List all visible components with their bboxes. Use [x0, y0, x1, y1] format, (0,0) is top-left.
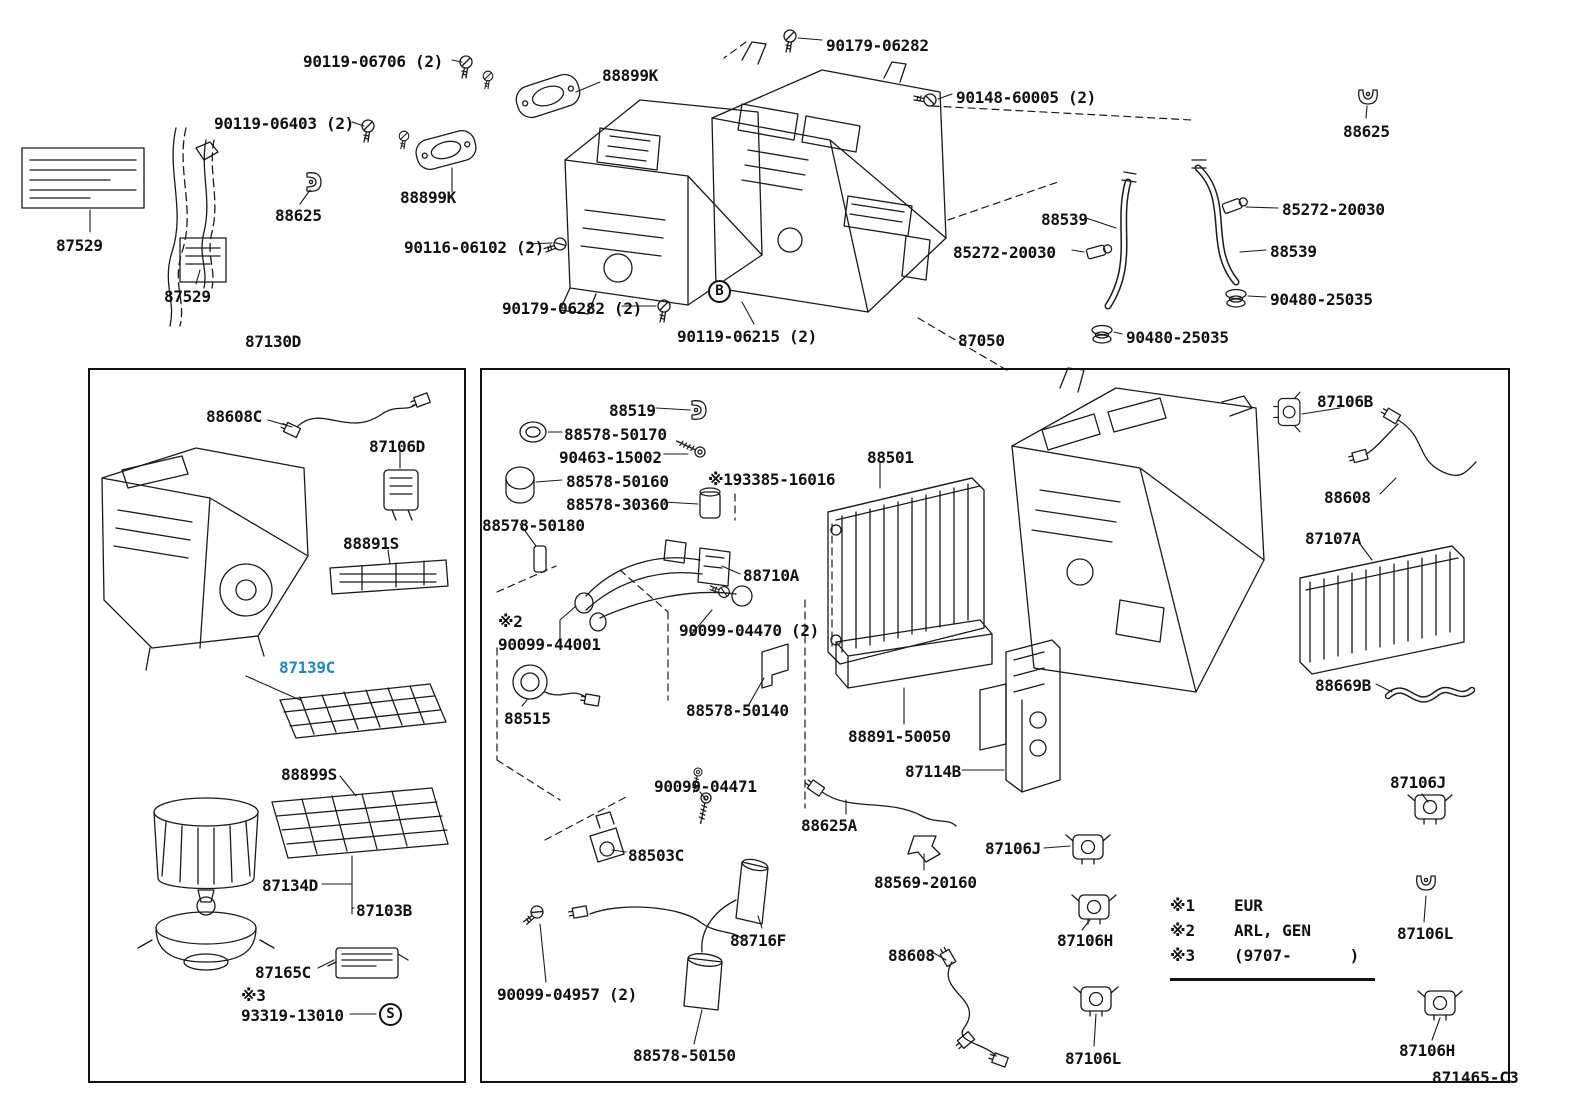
- part-label-88608[interactable]: 88608: [888, 946, 935, 965]
- circle-marker-s: S: [379, 1003, 402, 1026]
- part-label-87106b[interactable]: 87106B: [1317, 392, 1373, 411]
- part-label-88578-30360[interactable]: 88578-30360: [566, 495, 669, 514]
- part-label-87103b[interactable]: 87103B: [356, 901, 412, 920]
- legend-symbol: ※2: [1170, 921, 1196, 940]
- part-label-90148-60005-2[interactable]: 90148-60005 (2): [956, 88, 1096, 107]
- part-label-87134d[interactable]: 87134D: [262, 876, 318, 895]
- part-label-93319-13010[interactable]: 93319-13010: [241, 1006, 344, 1025]
- part-label-88578-50170[interactable]: 88578-50170: [564, 425, 667, 444]
- part-label-87106h[interactable]: 87106H: [1399, 1041, 1455, 1060]
- part-label-90179-06282-2[interactable]: 90179-06282 (2): [502, 299, 642, 318]
- part-label-88891s[interactable]: 88891S: [343, 534, 399, 553]
- part-label-90099-04470-2[interactable]: 90099-04470 (2): [679, 621, 819, 640]
- part-label-90099-44001[interactable]: 90099-44001: [498, 635, 601, 654]
- part-label-90179-06282[interactable]: 90179-06282: [826, 36, 929, 55]
- part-label-193385-16016[interactable]: ※193385-16016: [708, 470, 836, 489]
- part-label-87106d[interactable]: 87106D: [369, 437, 425, 456]
- part-label-88503c[interactable]: 88503C: [628, 846, 684, 865]
- legend-row: ※2 ARL, GEN: [1170, 921, 1375, 946]
- part-label-87139c[interactable]: 87139C: [279, 658, 335, 677]
- part-label-90119-06403-2[interactable]: 90119-06403 (2): [214, 114, 354, 133]
- hoses-art: [1085, 159, 1250, 344]
- part-label-88578-50160[interactable]: 88578-50160: [566, 472, 669, 491]
- legend-rows: ※1 EUR ※2 ARL, GEN ※3 (9707- ): [1170, 896, 1375, 971]
- legend-symbol: ※1: [1170, 896, 1196, 915]
- part-label-85272-20030[interactable]: 85272-20030: [1282, 200, 1385, 219]
- legend-row: ※1 EUR: [1170, 896, 1375, 921]
- part-label-90119-06215-2[interactable]: 90119-06215 (2): [677, 327, 817, 346]
- part-label-90480-25035[interactable]: 90480-25035: [1270, 290, 1373, 309]
- subassembly-box-87130d: [88, 368, 466, 1083]
- blower-unit-art: [101, 392, 449, 1015]
- part-label-87106j[interactable]: 87106J: [1390, 773, 1446, 792]
- part-label-88899k[interactable]: 88899K: [400, 188, 456, 207]
- legend-row: ※3 (9707- ): [1170, 946, 1375, 971]
- cooling-unit-art: [505, 367, 1477, 1068]
- part-label-88625[interactable]: 88625: [1343, 122, 1390, 141]
- gasket-plates-art: [415, 73, 581, 170]
- legend: ※1 EUR ※2 ARL, GEN ※3 (9707- ): [1170, 896, 1375, 981]
- part-label-88539[interactable]: 88539: [1041, 210, 1088, 229]
- top-leader-lines: [89, 37, 1368, 335]
- part-label-87107a[interactable]: 87107A: [1305, 529, 1361, 548]
- part-label-88501[interactable]: 88501: [867, 448, 914, 467]
- legend-value: ARL, GEN: [1234, 921, 1312, 940]
- part-label-88569-20160[interactable]: 88569-20160: [874, 873, 977, 892]
- part-label-90116-06102-2[interactable]: 90116-06102 (2): [404, 238, 544, 257]
- part-label-85272-20030[interactable]: 85272-20030: [953, 243, 1056, 262]
- part-label-3[interactable]: ※3: [241, 986, 266, 1005]
- part-label-87050[interactable]: 87050: [958, 331, 1005, 350]
- part-label-88539[interactable]: 88539: [1270, 242, 1317, 261]
- part-label-90099-04957-2[interactable]: 90099-04957 (2): [497, 985, 637, 1004]
- part-label-88515[interactable]: 88515: [504, 709, 551, 728]
- part-label-88625[interactable]: 88625: [275, 206, 322, 225]
- part-label-87106h[interactable]: 87106H: [1057, 931, 1113, 950]
- part-label-87130d[interactable]: 87130D: [245, 332, 301, 351]
- legend-rule: [1170, 978, 1375, 981]
- part-label-87529[interactable]: 87529: [56, 236, 103, 255]
- part-label-90119-06706-2[interactable]: 90119-06706 (2): [303, 52, 443, 71]
- legend-value: (9707- ): [1234, 946, 1360, 965]
- part-label-88578-50140[interactable]: 88578-50140: [686, 701, 789, 720]
- circle-marker-b: B: [708, 280, 731, 303]
- part-label-88608[interactable]: 88608: [1324, 488, 1371, 507]
- part-label-88716f[interactable]: 88716F: [730, 931, 786, 950]
- part-label-87114b[interactable]: 87114B: [905, 762, 961, 781]
- part-label-87529[interactable]: 87529: [164, 287, 211, 306]
- part-label-88578-50150[interactable]: 88578-50150: [633, 1046, 736, 1065]
- part-label-88899s[interactable]: 88899S: [281, 765, 337, 784]
- part-label-88578-50180[interactable]: 88578-50180: [482, 516, 585, 535]
- part-label-88710a[interactable]: 88710A: [743, 566, 799, 585]
- part-label-88625a[interactable]: 88625A: [801, 816, 857, 835]
- part-label-87165c[interactable]: 87165C: [255, 963, 311, 982]
- part-label-88608c[interactable]: 88608C: [206, 407, 262, 426]
- film-strips-art: [21, 127, 227, 327]
- part-label-87106l[interactable]: 87106L: [1397, 924, 1453, 943]
- legend-value: EUR: [1234, 896, 1263, 915]
- part-label-87106j[interactable]: 87106J: [985, 839, 1041, 858]
- part-label-88519[interactable]: 88519: [609, 401, 656, 420]
- part-label-90463-15002[interactable]: 90463-15002: [559, 448, 662, 467]
- legend-symbol: ※3: [1170, 946, 1196, 965]
- subassembly-box-87050: [480, 368, 1510, 1083]
- part-label-88669b[interactable]: 88669B: [1315, 676, 1371, 695]
- part-label-88899k[interactable]: 88899K: [602, 66, 658, 85]
- part-label-90099-04471[interactable]: 90099-04471: [654, 777, 757, 796]
- part-label-2[interactable]: ※2: [498, 612, 523, 631]
- part-label-90480-25035[interactable]: 90480-25035: [1126, 328, 1229, 347]
- part-label-87106l[interactable]: 87106L: [1065, 1049, 1121, 1068]
- diagram-code: 871465-C3: [1432, 1068, 1519, 1087]
- part-label-88891-50050[interactable]: 88891-50050: [848, 727, 951, 746]
